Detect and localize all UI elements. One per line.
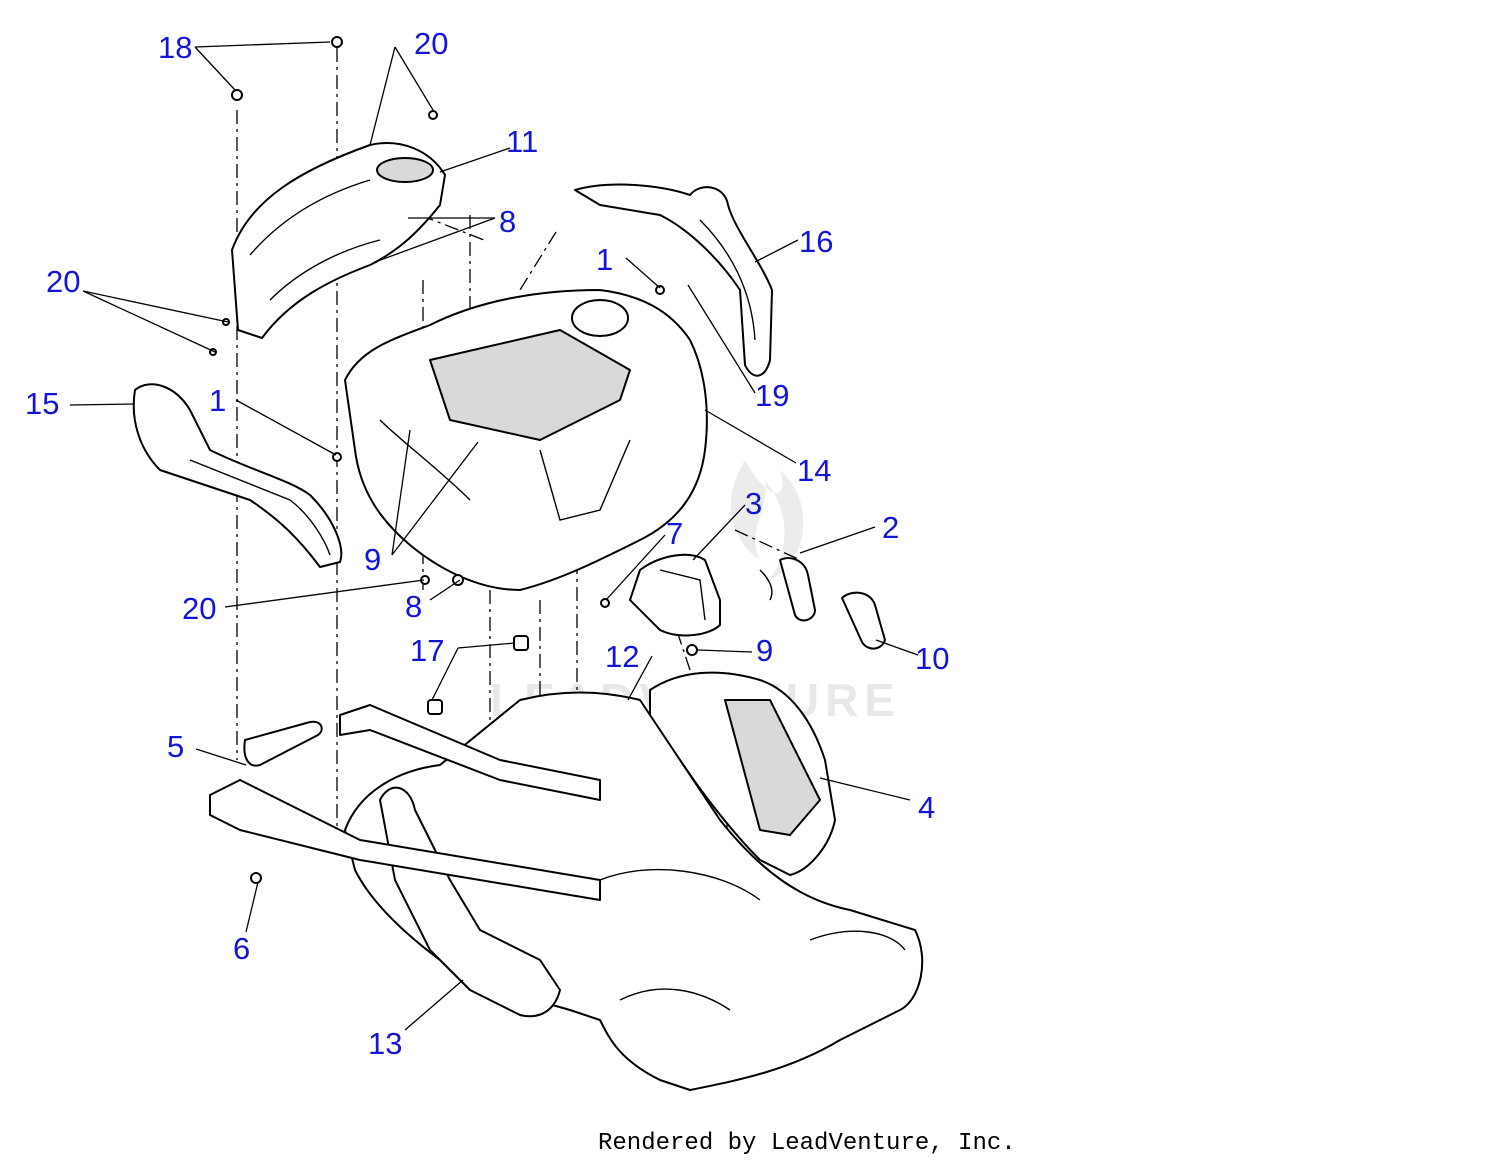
left-side-panel [132,383,343,568]
callout-20-top: 20 [414,26,448,61]
callout-12: 12 [605,639,639,674]
callout-17: 17 [410,633,444,668]
callout-10: 10 [915,641,949,676]
bracket [243,720,323,767]
leader-lines [69,41,919,1031]
callout-19: 19 [755,378,789,413]
callout-9-right: 9 [756,633,773,668]
callout-13: 13 [368,1026,402,1061]
callout-9-left: 9 [364,542,381,577]
callout-1-top: 1 [596,242,613,277]
callout-3: 3 [745,486,762,521]
lens [841,591,886,650]
left-rear-cover [231,142,446,339]
callout-labels: 18 20 11 8 16 1 20 19 15 1 14 3 2 7 9 20… [25,26,949,1061]
callout-18: 18 [158,30,192,65]
callout-8-bottom: 8 [405,589,422,624]
callout-15: 15 [25,386,59,421]
callout-20-bottom: 20 [182,591,216,626]
frame-rails [209,704,601,901]
front-pod [649,671,836,876]
callout-16: 16 [799,224,833,259]
main-body [344,289,708,591]
callout-2: 2 [882,510,899,545]
render-credit: Rendered by LeadVenture, Inc. [598,1130,1016,1157]
headlight-assembly [759,557,816,622]
callout-20-left: 20 [46,264,80,299]
callout-7: 7 [666,516,683,551]
callout-4: 4 [918,790,935,825]
callout-5: 5 [167,729,184,764]
dash-bezel [629,553,721,637]
callout-1-left: 1 [209,383,226,418]
lower-chassis [344,691,924,1091]
callout-6: 6 [233,931,250,966]
callout-8-top: 8 [499,204,516,239]
right-rear-cover [574,183,773,377]
callout-11: 11 [506,124,538,159]
callout-14: 14 [797,453,831,488]
